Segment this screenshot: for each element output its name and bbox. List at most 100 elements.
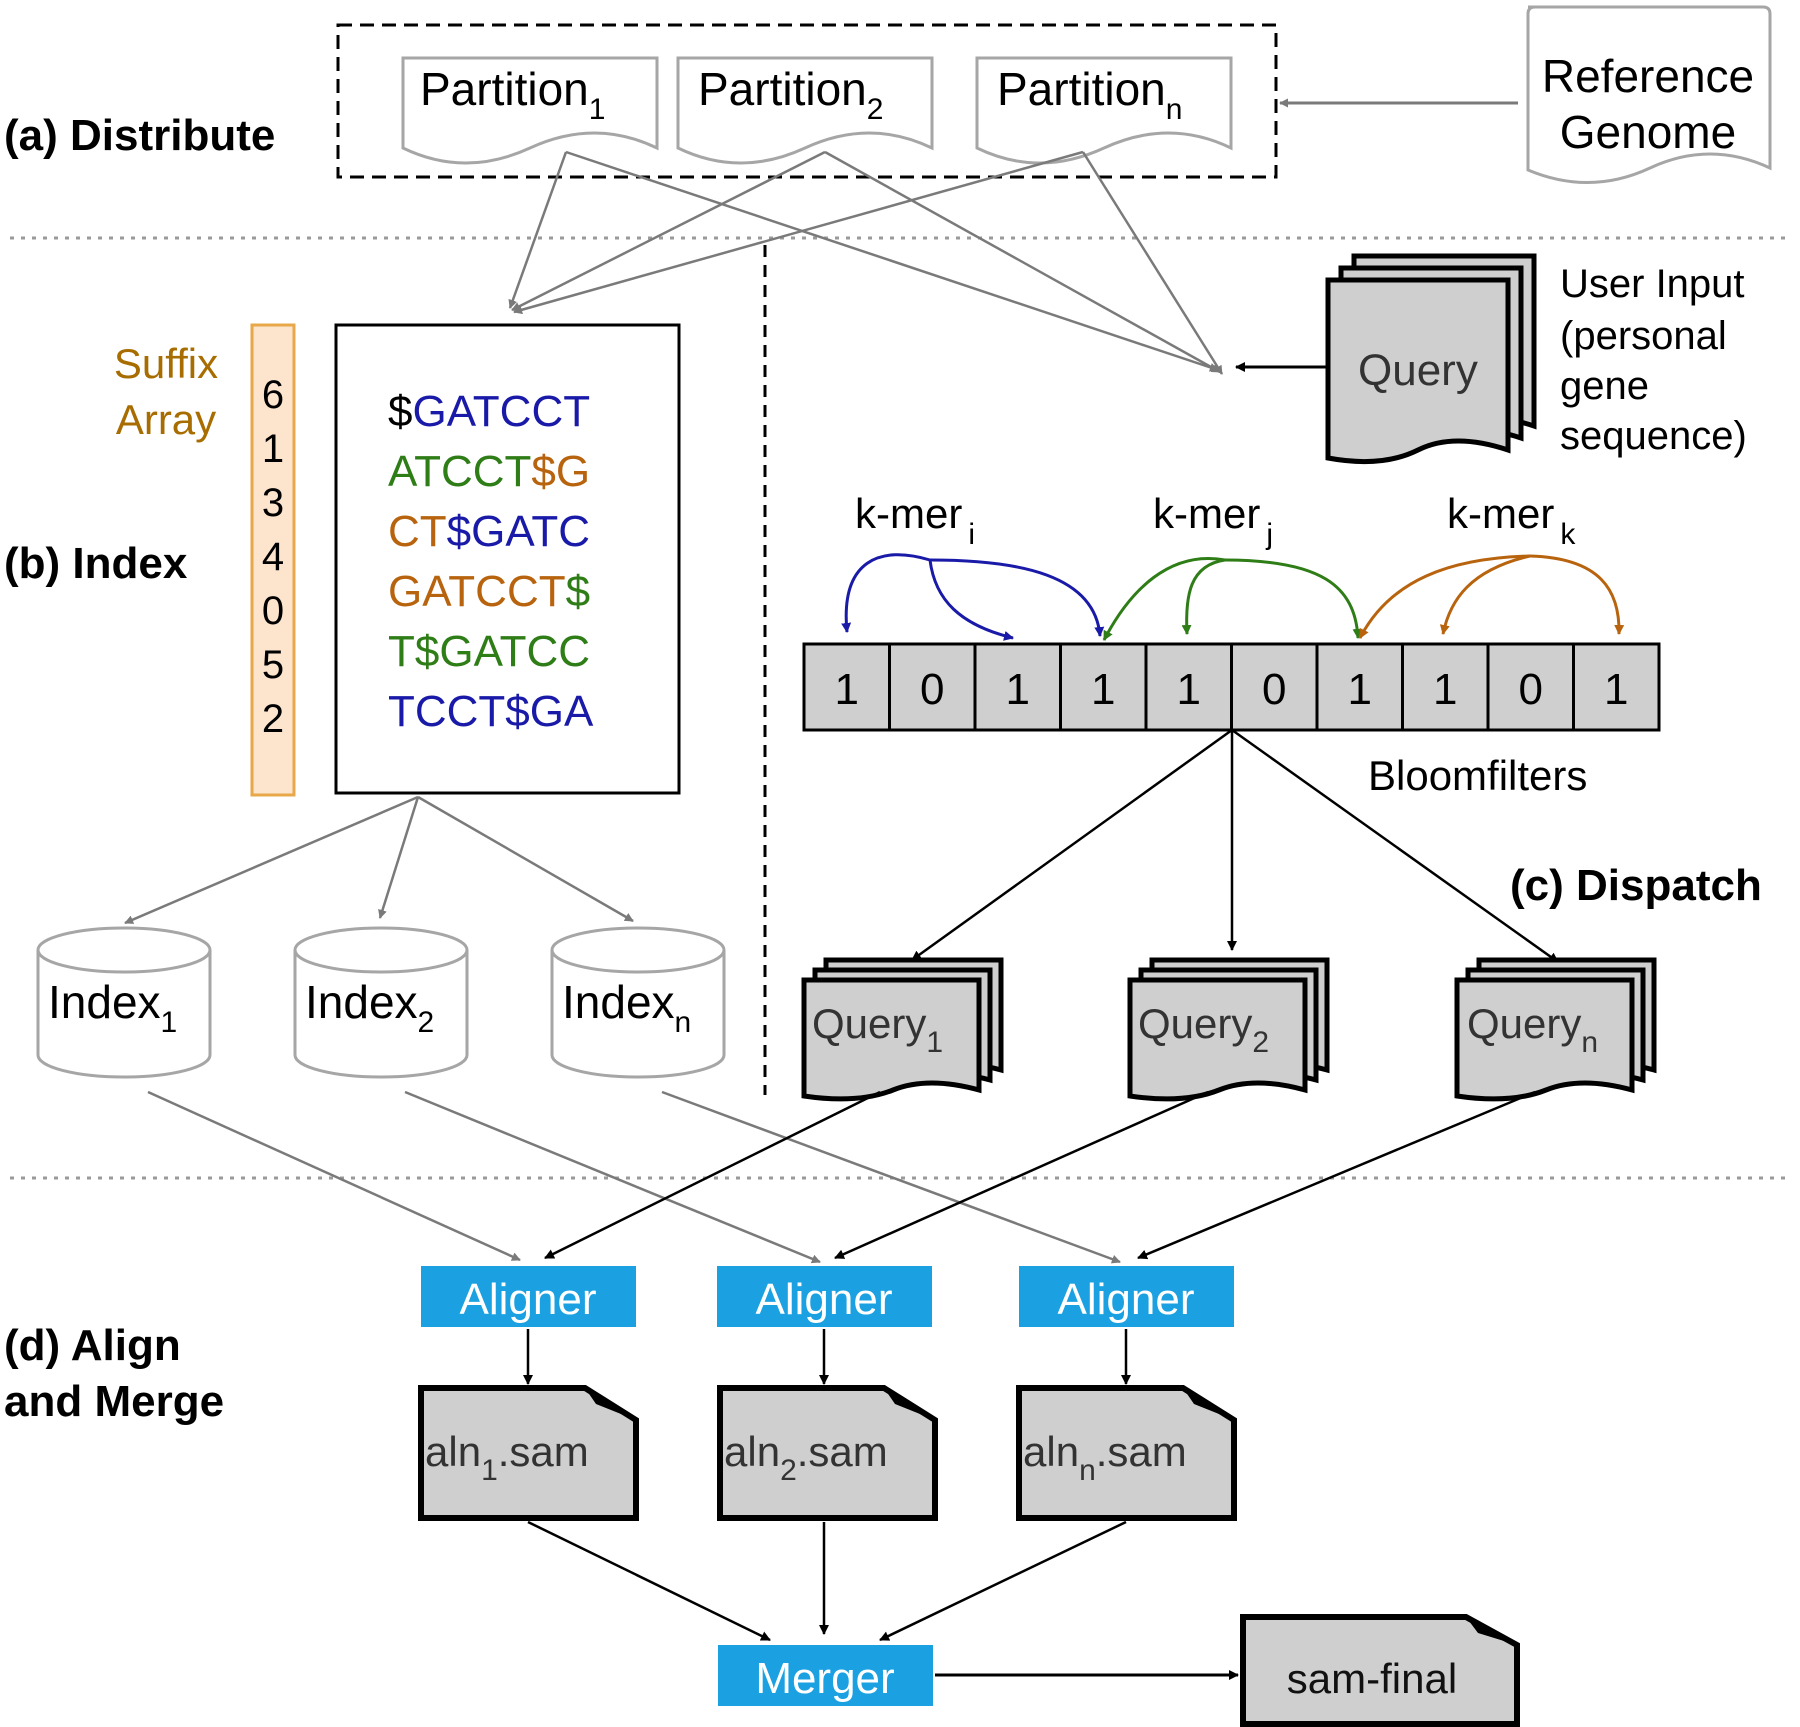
user-input-line1: User Input — [1560, 262, 1745, 306]
sam-doc-2: aln2.sam — [717, 1385, 938, 1521]
sam-subscript: 1 — [481, 1454, 498, 1487]
bwt-segment: $GATC — [447, 507, 590, 556]
svg-text:aln2.sam: aln2.sam — [724, 1428, 888, 1487]
query-doc-stack-1: Query1 — [801, 957, 1004, 1102]
bwt-row: CT$GATC — [388, 507, 590, 556]
stage-label-index: (b) Index — [4, 539, 188, 588]
bwt-row: $GATCCT — [388, 387, 590, 436]
index-label: Index — [562, 976, 675, 1028]
bloom-filter-bit: 1 — [1091, 665, 1115, 714]
bloom-filter-bit: 1 — [1006, 665, 1030, 714]
stage-label-merge: and Merge — [4, 1377, 224, 1426]
user-query-doc-stack: Query — [1325, 253, 1537, 465]
bloom-filter-cell — [1144, 642, 1233, 732]
query-subscript: n — [1581, 1026, 1598, 1059]
partition-group-box — [336, 23, 1278, 179]
sam-label-suffix: .sam — [498, 1428, 589, 1475]
bloom-filter-cell — [1230, 642, 1319, 732]
bloom-filter-cell — [1315, 642, 1404, 732]
svg-text:Partition1: Partition1 — [420, 63, 605, 126]
suffix-array-value: 0 — [262, 589, 284, 633]
sam-doc-1: aln1.sam — [418, 1385, 639, 1521]
bwt-segment: $G — [531, 447, 590, 496]
stage-label-align: (d) Align — [4, 1321, 181, 1370]
partition-doc-1: Partition1 — [401, 56, 659, 165]
aligner-box-2: Aligner — [717, 1266, 932, 1327]
suffix-array-value: 2 — [262, 697, 284, 741]
sam-final-label: sam-final — [1287, 1655, 1457, 1702]
kmer-label: k-mer — [1153, 490, 1260, 537]
svg-text:Index2: Index2 — [305, 976, 434, 1039]
kmer-subscript: i — [968, 518, 975, 551]
aligner-box-3: Aligner — [1019, 1266, 1234, 1327]
sam-to-merger-arrows — [527, 1520, 1127, 1642]
bwt-segment: TCCT$GA — [388, 687, 594, 736]
query-label: Query — [1138, 1000, 1252, 1047]
partition-fanout-arrows — [508, 150, 1224, 375]
sam-label-prefix: aln — [724, 1428, 780, 1475]
index-to-aligner-arrows — [147, 1090, 1121, 1264]
svg-text:alnn.sam: alnn.sam — [1023, 1428, 1187, 1487]
kmer-i-hash-arrows — [841, 553, 1105, 641]
svg-text:aln1.sam: aln1.sam — [425, 1428, 589, 1487]
bloom-filter-bit: 0 — [1519, 665, 1543, 714]
query-to-aligner-arrows — [544, 1090, 1536, 1260]
reference-genome-doc: Reference Genome — [1526, 5, 1772, 184]
query-subscript: 2 — [1252, 1026, 1269, 1059]
bloom-filter-cell — [1486, 642, 1575, 732]
sam-subscript: n — [1079, 1454, 1096, 1487]
merger-box: Merger — [718, 1645, 933, 1706]
aligner-label: Aligner — [756, 1275, 893, 1324]
bloom-filter-bit: 1 — [1348, 665, 1372, 714]
sam-label-prefix: aln — [425, 1428, 481, 1475]
bwt-row: GATCCT$ — [388, 567, 590, 616]
svg-text:Queryn: Queryn — [1467, 1000, 1598, 1059]
sam-doc-n: alnn.sam — [1016, 1385, 1237, 1521]
aligner-label: Aligner — [460, 1275, 597, 1324]
index-cylinder-n: Indexn — [550, 926, 726, 1079]
sam-label-suffix: .sam — [1096, 1428, 1187, 1475]
suffix-array-label-line2: Array — [116, 396, 216, 443]
merger-label: Merger — [755, 1654, 894, 1703]
bwt-row: ATCCT$G — [388, 447, 590, 496]
bwt-segment: CT — [388, 507, 447, 556]
bloom-filter-label: Bloomfilters — [1368, 752, 1587, 799]
bwt-row: T$GATCC — [388, 627, 590, 676]
partition-doc-n: Partitionn — [975, 56, 1233, 165]
kmer-label: k-mer — [1447, 490, 1554, 537]
sam-label-prefix: aln — [1023, 1428, 1079, 1475]
suffix-array-value: 5 — [262, 643, 284, 687]
bloom-filter-cell — [888, 642, 977, 732]
aligner-label: Aligner — [1058, 1275, 1195, 1324]
query-label: Query — [812, 1000, 926, 1047]
aligner-to-sam-arrows — [523, 1329, 1131, 1385]
query-doc-stack-n: Queryn — [1454, 957, 1657, 1102]
bloom-filter-cell — [1059, 642, 1148, 732]
partition-label: Partition — [698, 63, 867, 115]
user-query-label: Query — [1358, 346, 1478, 395]
sam-final-doc: sam-final — [1240, 1614, 1520, 1727]
bwt-to-index-arrows — [124, 795, 634, 925]
svg-text:Index1: Index1 — [48, 976, 177, 1039]
reference-label-line2: Genome — [1560, 106, 1736, 158]
partition-subscript: n — [1166, 93, 1183, 126]
kmer-subscript: k — [1560, 518, 1576, 551]
bloom-filter-bit: 0 — [920, 665, 944, 714]
query-subscript: 1 — [926, 1026, 943, 1059]
bloom-filter-bit: 1 — [1433, 665, 1457, 714]
suffix-array-value: 1 — [262, 427, 284, 471]
svg-text:Partition2: Partition2 — [698, 63, 883, 126]
index-subscript: 2 — [418, 1006, 435, 1039]
bwt-segment: $ — [566, 567, 590, 616]
suffix-array-value: 6 — [262, 373, 284, 417]
bwt-segment: $ — [388, 387, 412, 436]
bloom-filter-bit: 0 — [1262, 665, 1286, 714]
kmer-k-hash-arrows — [1358, 554, 1625, 639]
svg-text:Query1: Query1 — [812, 1000, 943, 1059]
index-label: Index — [48, 976, 161, 1028]
bwt-row: TCCT$GA — [388, 687, 594, 736]
